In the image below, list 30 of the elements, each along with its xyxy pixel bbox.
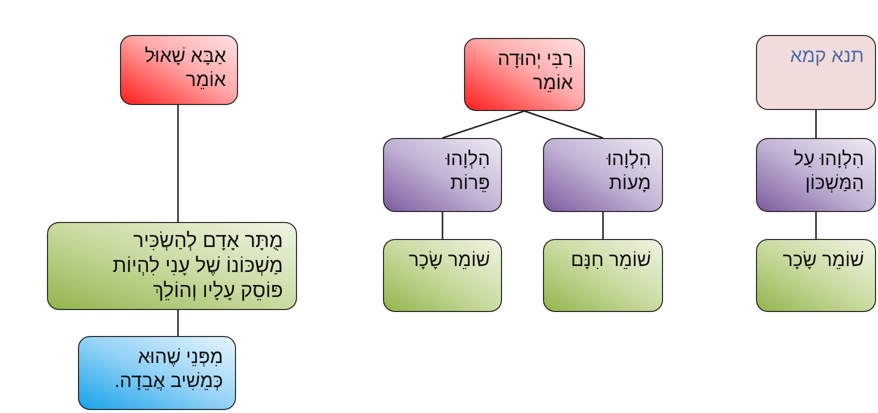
rounded-box: [756, 239, 876, 312]
box-text: אַבָּא שָׁאוּל אוֹמֵר: [144, 45, 226, 93]
rounded-box: [120, 35, 238, 105]
box-text: הִלְוָהוּ פֵּרוֹת: [444, 148, 490, 196]
connector-line: [442, 110, 525, 139]
connector-line: [177, 105, 179, 222]
rounded-box: [383, 138, 502, 212]
rounded-box: [756, 138, 876, 212]
rounded-box: [47, 222, 297, 310]
rounded-box: [543, 138, 663, 212]
rounded-box: [78, 336, 236, 410]
connector-line: [442, 212, 444, 239]
connector-line: [602, 212, 604, 239]
connector-line: [524, 110, 604, 139]
rounded-box: [464, 38, 585, 111]
box-text: שׁוֹמֵר שָׂכָר: [782, 249, 864, 273]
box-text: שׁוֹמֵר שָׂכָר: [408, 249, 490, 273]
rounded-box: [383, 239, 502, 312]
box-text: הִלְוָהוּ מָעוֹת: [606, 148, 651, 196]
box-text: הִלְוָהוּ עַל הַמַּשְׁכּוֹן: [792, 148, 864, 196]
rounded-box: [543, 239, 663, 312]
connector-line: [815, 110, 817, 138]
connector-line: [177, 310, 179, 336]
rounded-box: [756, 35, 876, 110]
box-text: שׁוֹמֵר חִנָּם: [570, 249, 651, 273]
box-text: מִפְּנֵי שֶׁהוּא כְּמֵשִׁיב אֲבֵדָה.: [114, 346, 223, 394]
box-text: מֻתָּר אָדָם לְהַשְׂכִּיר מַשְׁכּוֹנוֹ שֶׁל עָנִי לִהְיוֹת פּוֹסֵק עָלָיו וְהוֹלֵךְ: [112, 229, 283, 304]
box-text: תנא קמא: [789, 45, 864, 69]
box-text: רַבִּי יְהוּדָה אוֹמֵר: [496, 48, 573, 96]
connector-line: [815, 212, 817, 239]
